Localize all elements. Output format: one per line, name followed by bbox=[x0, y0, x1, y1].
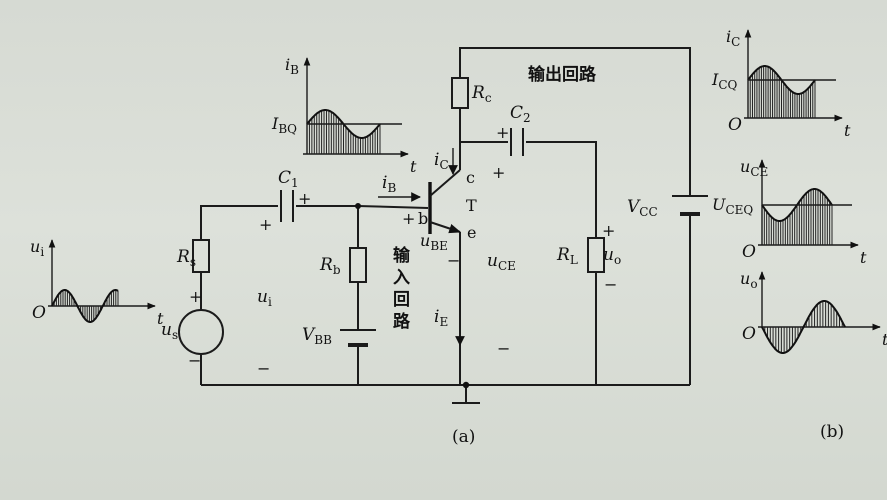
uce-minus: − bbox=[497, 339, 510, 358]
resistor-rb bbox=[349, 247, 367, 283]
transistor-name: T bbox=[466, 196, 477, 215]
capacitor-c2 bbox=[510, 128, 524, 156]
battery-vbb bbox=[340, 329, 376, 347]
label-uce-circuit: uCE bbox=[487, 251, 516, 273]
origin-label: O bbox=[742, 324, 756, 344]
dc-level-label: IBQ bbox=[271, 114, 297, 136]
resistor-rl bbox=[587, 237, 605, 273]
x-axis-label: t bbox=[157, 309, 164, 328]
resistor-rc bbox=[451, 77, 469, 109]
dc-level-label: ICQ bbox=[711, 70, 738, 92]
y-axis-label: ui bbox=[30, 237, 44, 259]
wire-input-left bbox=[200, 205, 278, 385]
y-axis-label: iC bbox=[726, 27, 740, 49]
input-loop-char-4: 路 bbox=[393, 311, 411, 332]
pin-e: e bbox=[467, 223, 476, 242]
uCE-wave: tO bbox=[742, 159, 867, 267]
y-axis-label: uo bbox=[740, 269, 758, 291]
origin-label: O bbox=[742, 242, 756, 262]
ube-plus: + bbox=[402, 209, 415, 228]
label-uo-circuit: uo bbox=[603, 245, 621, 267]
label-ui-circuit: ui bbox=[257, 287, 272, 309]
source-us bbox=[178, 309, 224, 355]
waveform-curve bbox=[761, 300, 846, 354]
circuit-a bbox=[178, 47, 708, 404]
uce-plus: + bbox=[492, 163, 505, 182]
ground-symbol bbox=[452, 381, 480, 404]
waveform-curve bbox=[51, 289, 119, 323]
y-axis-label: uCE bbox=[740, 157, 768, 179]
x-axis-label: t bbox=[860, 248, 867, 267]
iB-wave: t bbox=[303, 57, 417, 176]
figure-label-a: (a) bbox=[452, 427, 475, 447]
pin-c: c bbox=[466, 168, 475, 187]
c1-plus: + bbox=[298, 189, 311, 208]
label-c1: C1 bbox=[278, 168, 299, 190]
uo-plus: + bbox=[602, 221, 615, 240]
x-axis-label: t bbox=[882, 330, 887, 349]
us-plus: + bbox=[189, 287, 202, 306]
iC-wave: tO bbox=[728, 29, 851, 140]
ui-plus: + bbox=[259, 215, 272, 234]
label-ic: iC bbox=[434, 150, 449, 172]
input-loop-char-3: 回 bbox=[393, 290, 410, 310]
waveform-panels: tOuitIBQiBtOICQiCtOUCEQuCEtOuo bbox=[30, 27, 887, 354]
label-rc: Rc bbox=[471, 83, 492, 105]
wire-c2-to-rl bbox=[460, 141, 597, 385]
c2-plus: + bbox=[496, 123, 509, 142]
label-vbb: VBB bbox=[302, 325, 332, 347]
x-axis-label: t bbox=[844, 121, 851, 140]
label-vcc: VCC bbox=[627, 197, 658, 219]
label-c2: C2 bbox=[510, 103, 531, 125]
label-rl: RL bbox=[556, 245, 578, 267]
uo-wave: tO bbox=[742, 271, 887, 354]
node-base bbox=[355, 203, 361, 209]
uo-minus: − bbox=[604, 275, 617, 294]
input-loop-char-2: 入 bbox=[393, 268, 410, 288]
input-loop-char-1: 输 bbox=[393, 245, 411, 266]
output-loop-label: 输出回路 bbox=[528, 64, 597, 85]
battery-vcc bbox=[672, 195, 708, 216]
label-us: us bbox=[161, 320, 178, 342]
us-minus: − bbox=[188, 351, 201, 370]
figure-label-b: (b) bbox=[820, 422, 844, 442]
label-rb: Rb bbox=[319, 255, 341, 277]
label-ie: iE bbox=[434, 307, 448, 329]
dc-level-label: UCEQ bbox=[712, 195, 753, 217]
label-rs: Rs bbox=[176, 247, 196, 269]
pin-b: b bbox=[418, 209, 428, 228]
ui-minus: − bbox=[257, 359, 270, 378]
origin-label: O bbox=[728, 115, 742, 135]
origin-label: O bbox=[32, 303, 46, 323]
resistor-rs bbox=[192, 239, 210, 273]
label-ube: uBE bbox=[420, 231, 448, 253]
capacitor-c1 bbox=[280, 190, 294, 222]
label-ib: iB bbox=[382, 173, 396, 195]
ui-wave: tO bbox=[32, 239, 164, 328]
y-axis-label: iB bbox=[285, 55, 299, 77]
ube-minus: − bbox=[447, 251, 460, 270]
x-axis-label: t bbox=[410, 157, 417, 176]
